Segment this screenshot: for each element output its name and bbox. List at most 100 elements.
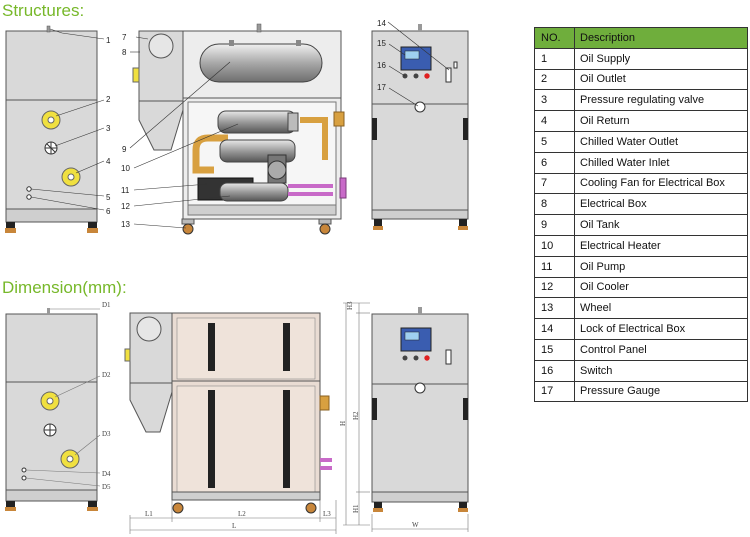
callout-15: 15 [377, 39, 386, 48]
legend-no: 11 [534, 255, 575, 278]
legend-desc: Oil Pump [574, 255, 748, 278]
wheel-right-1 [373, 219, 383, 230]
legend-desc: Oil Supply [574, 47, 748, 70]
dimension-height-lines: H3 H H2 H1 [339, 301, 370, 526]
legend-desc: Wheel [574, 297, 748, 320]
structures-side-view: 1 2 3 4 5 6 [5, 25, 111, 233]
switch-red [424, 73, 430, 79]
oil-cooler [219, 182, 289, 202]
callout-9: 9 [122, 145, 127, 154]
dim-label-h3: H3 [346, 301, 354, 310]
legend-no: 3 [534, 89, 575, 112]
dim-label-d2: D2 [102, 371, 111, 379]
switch-2 [413, 73, 419, 79]
pressure-gauge-icon [414, 101, 426, 113]
callout-16: 16 [377, 61, 386, 70]
callout-7: 7 [122, 33, 127, 42]
dim-oil-outlet [40, 391, 60, 411]
legend-no: 1 [534, 47, 575, 70]
legend-no: 16 [534, 359, 575, 382]
legend-header-row: NO. Description [534, 27, 748, 49]
dim-label-l2: L2 [238, 510, 246, 518]
legend-desc: Lock of Electrical Box [574, 318, 748, 340]
legend-desc: Switch [574, 359, 748, 382]
callout-11: 11 [121, 186, 130, 195]
legend-no: 7 [534, 172, 575, 195]
legend-no: 17 [534, 380, 575, 403]
cooling-fan-icon [148, 33, 174, 59]
dim-label-l1: L1 [145, 510, 153, 518]
dim-label-d1: D1 [102, 301, 111, 309]
legend-desc: Pressure Gauge [574, 380, 748, 403]
callout-10: 10 [121, 164, 130, 173]
dim-label-h1: H1 [352, 504, 360, 513]
dimension-panel-view: W [371, 307, 469, 532]
legend-desc: Oil Outlet [574, 68, 748, 91]
legend-desc: Oil Return [574, 110, 748, 132]
chilled-water-outlet-port [26, 186, 32, 192]
callout-3: 3 [106, 124, 111, 133]
legend-desc: Cooling Fan for Electrical Box [574, 172, 748, 195]
legend-desc: Chilled Water Inlet [574, 151, 748, 174]
technical-drawing: 1 2 3 4 5 6 [5, 19, 469, 534]
legend-no: 2 [534, 68, 575, 91]
dimension-front-view: L1 L2 L3 L [124, 312, 337, 534]
oil-return-fitting [61, 167, 81, 187]
legend-no: 9 [534, 214, 575, 236]
callout-1: 1 [106, 36, 111, 45]
callout-4: 4 [106, 157, 111, 166]
callout-12: 12 [121, 202, 130, 211]
legend-no: 8 [534, 193, 575, 216]
vent-slot [208, 323, 215, 371]
dim-oil-return [60, 449, 80, 469]
chilled-water-inlet-port [26, 194, 32, 200]
structures-front-view: 7 8 9 10 11 12 13 [121, 23, 347, 235]
callout-8: 8 [122, 48, 127, 57]
legend-no: 6 [534, 151, 575, 174]
legend-desc: Oil Tank [574, 214, 748, 236]
oil-pump [219, 139, 296, 184]
structures-panel-view: 14 15 16 17 [371, 19, 469, 230]
wheel-left-1 [5, 222, 16, 233]
callout-13: 13 [121, 220, 130, 229]
dimension-side-view: D1 D2 D3 D4 D5 [5, 301, 111, 511]
wheel-left-2 [87, 222, 98, 233]
oil-outlet-fitting [41, 110, 61, 130]
callout-5: 5 [106, 193, 111, 202]
legend-desc: Pressure regulating valve [574, 89, 748, 112]
electrical-heater [217, 110, 299, 134]
pressure-regulating-valve-icon [44, 141, 58, 155]
legend-header-description: Description [574, 27, 748, 49]
dimension-heading: Dimension(mm): [2, 278, 127, 297]
legend-no: 4 [534, 110, 575, 132]
legend-desc: Electrical Heater [574, 234, 748, 257]
legend-no: 5 [534, 130, 575, 153]
wheel-right-2 [458, 219, 468, 230]
electrical-box-lock [132, 67, 140, 83]
oil-tank [199, 40, 323, 83]
legend-no: 10 [534, 234, 575, 257]
legend-desc: Chilled Water Outlet [574, 130, 748, 153]
legend-no: 15 [534, 338, 575, 361]
dim-label-d3: D3 [102, 430, 111, 438]
dim-label-h: H [339, 421, 347, 426]
dim-label-l: L [232, 522, 236, 530]
dim-label-w: W [412, 521, 419, 529]
legend-desc: Oil Cooler [574, 276, 748, 299]
dim-label-l3: L3 [323, 510, 331, 518]
legend-no: 12 [534, 276, 575, 299]
